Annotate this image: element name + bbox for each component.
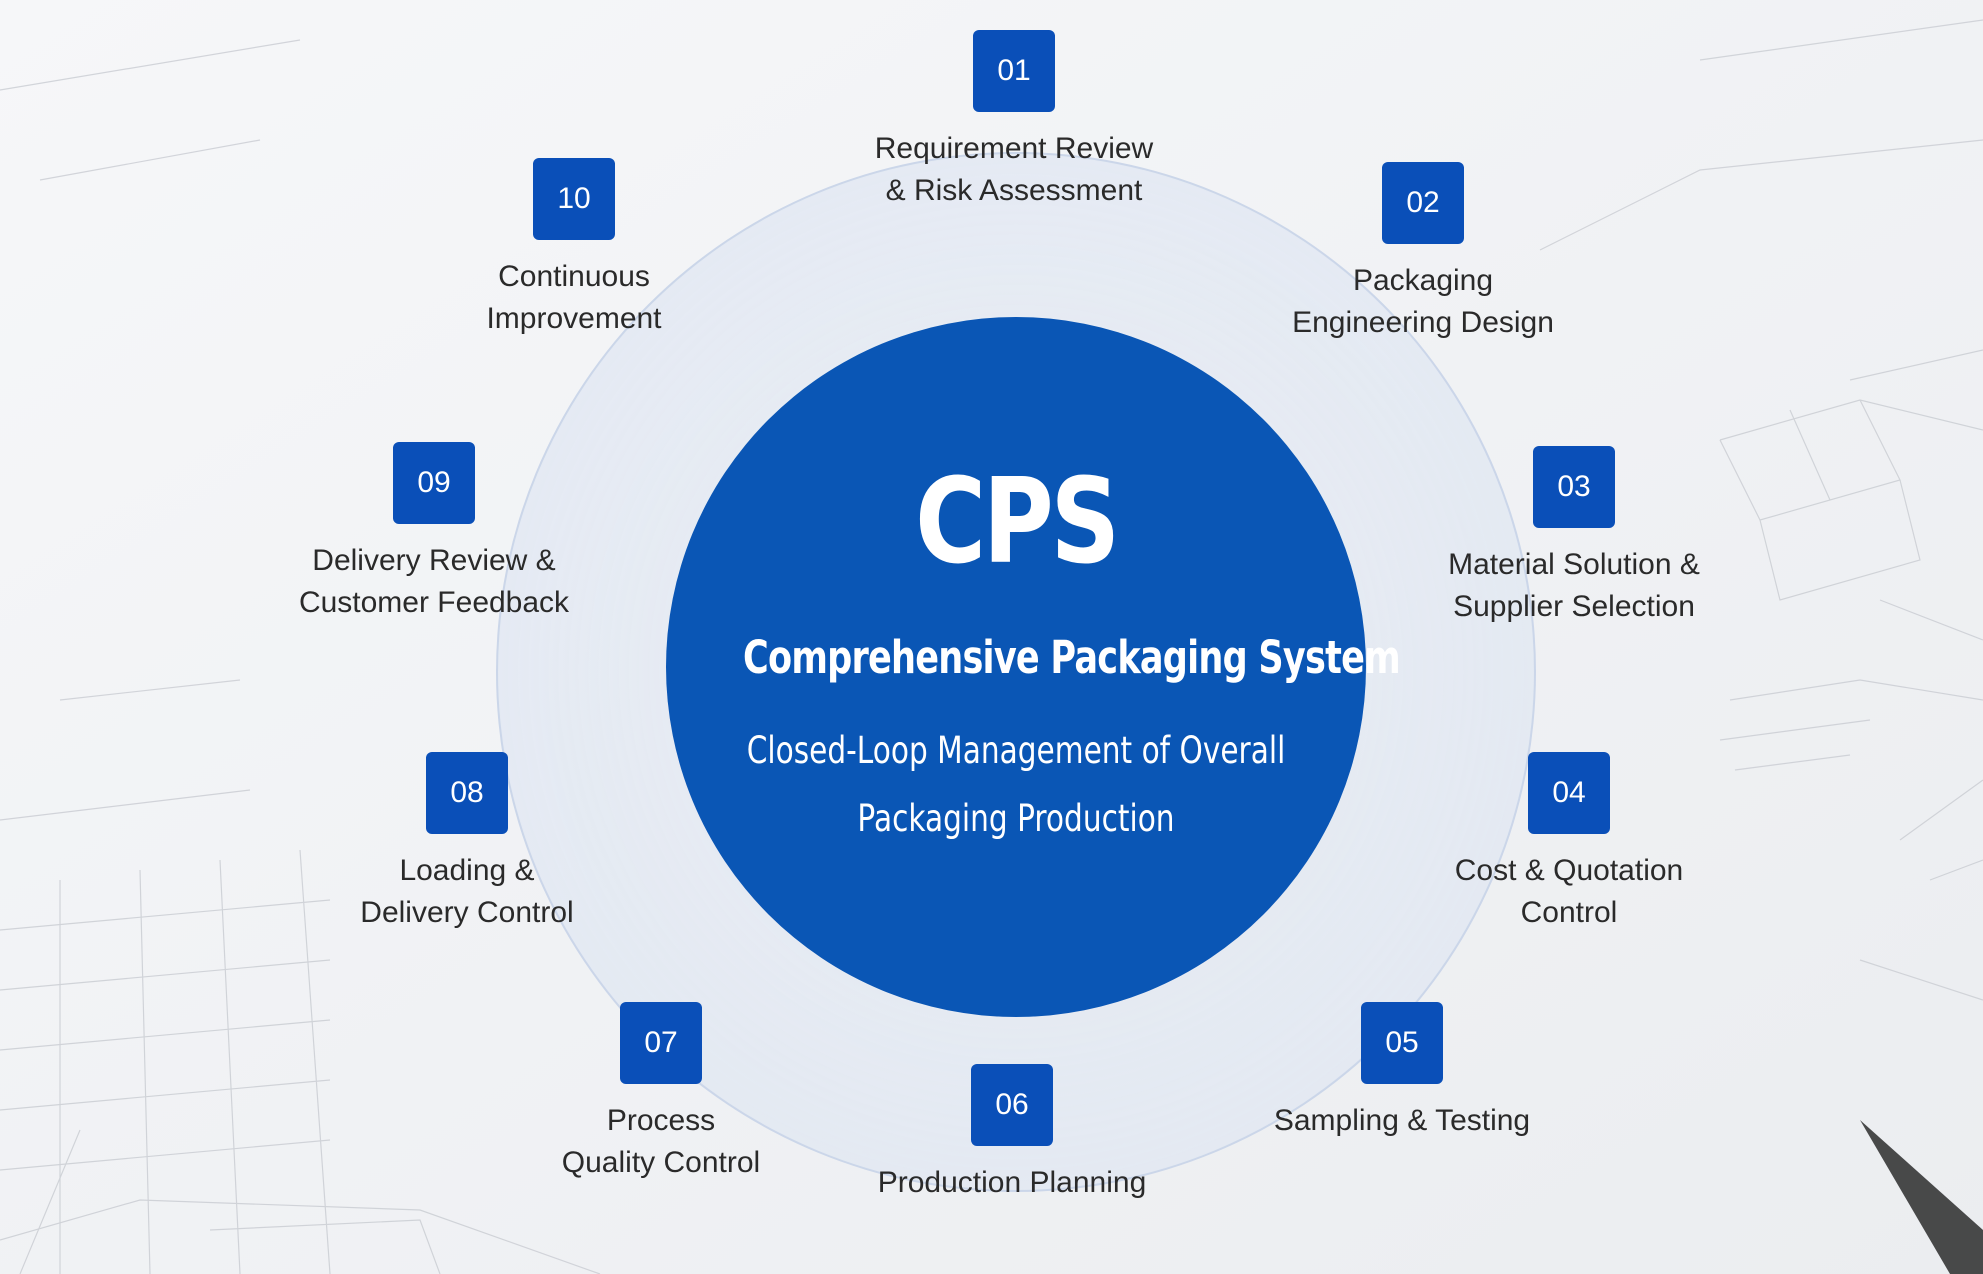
step-label: Material Solution & Supplier Selection bbox=[1404, 544, 1744, 628]
step-badge: 03 bbox=[1533, 446, 1615, 528]
step-label: Loading & Delivery Control bbox=[297, 850, 637, 934]
step-label-line1: Material Solution & bbox=[1448, 548, 1700, 581]
step-06: 06 Production Planning bbox=[842, 1064, 1182, 1204]
step-badge: 08 bbox=[426, 752, 508, 834]
step-07: 07 Process Quality Control bbox=[491, 1002, 831, 1184]
step-badge: 01 bbox=[973, 30, 1055, 112]
step-label-line2: Supplier Selection bbox=[1453, 590, 1695, 623]
step-label: Packaging Engineering Design bbox=[1253, 260, 1593, 344]
step-label-line1: Loading & bbox=[399, 854, 535, 887]
step-04: 04 Cost & Quotation Control bbox=[1399, 752, 1739, 934]
step-08: 08 Loading & Delivery Control bbox=[297, 752, 637, 934]
center-name: Comprehensive Packaging System bbox=[743, 631, 1401, 684]
step-label: Process Quality Control bbox=[491, 1100, 831, 1184]
step-09: 09 Delivery Review & Customer Feedback bbox=[264, 442, 604, 624]
step-badge: 10 bbox=[533, 158, 615, 240]
step-badge: 07 bbox=[620, 1002, 702, 1084]
step-label-line1: Process bbox=[606, 1104, 716, 1137]
step-label-line1: Production Planning bbox=[877, 1166, 1147, 1199]
step-label: Delivery Review & Customer Feedback bbox=[264, 540, 604, 624]
step-05: 05 Sampling & Testing bbox=[1232, 1002, 1572, 1142]
step-03: 03 Material Solution & Supplier Selectio… bbox=[1404, 446, 1744, 628]
step-label-line2: Quality Control bbox=[561, 1146, 761, 1179]
step-label: Sampling & Testing bbox=[1232, 1100, 1572, 1142]
center-tagline-line1: Closed-Loop Management of Overall bbox=[746, 729, 1286, 772]
step-label-line1: Cost & Quotation bbox=[1454, 854, 1684, 887]
step-label-line1: Requirement Review bbox=[874, 132, 1154, 165]
step-badge: 05 bbox=[1361, 1002, 1443, 1084]
step-label: Requirement Review & Risk Assessment bbox=[844, 128, 1184, 212]
center-acronym: CPS bbox=[915, 452, 1120, 590]
step-label: Cost & Quotation Control bbox=[1399, 850, 1739, 934]
step-label-line1: Sampling & Testing bbox=[1273, 1104, 1531, 1137]
center-tagline: Closed-Loop Management of Overall Packag… bbox=[736, 717, 1296, 853]
center-circle: CPS Comprehensive Packaging System Close… bbox=[666, 317, 1401, 1017]
step-label: Production Planning bbox=[842, 1162, 1182, 1204]
step-label-line2: Delivery Control bbox=[360, 896, 574, 929]
step-10: 10 Continuous Improvement bbox=[404, 158, 744, 340]
step-label-line1: Delivery Review & bbox=[312, 544, 556, 577]
step-label-line1: Continuous bbox=[498, 260, 650, 293]
step-02: 02 Packaging Engineering Design bbox=[1253, 162, 1593, 344]
step-badge: 09 bbox=[393, 442, 475, 524]
step-label-line2: Customer Feedback bbox=[298, 586, 570, 619]
step-label: Continuous Improvement bbox=[404, 256, 744, 340]
step-badge: 04 bbox=[1528, 752, 1610, 834]
step-label-line2: Improvement bbox=[486, 302, 662, 335]
step-badge: 02 bbox=[1382, 162, 1464, 244]
center-tagline-line2: Packaging Production bbox=[857, 797, 1175, 840]
step-label-line1: Packaging bbox=[1352, 264, 1494, 297]
step-01: 01 Requirement Review & Risk Assessment bbox=[844, 30, 1184, 212]
step-label-line2: & Risk Assessment bbox=[885, 174, 1143, 207]
step-badge: 06 bbox=[971, 1064, 1053, 1146]
step-label-line2: Control bbox=[1520, 896, 1618, 929]
step-label-line2: Engineering Design bbox=[1292, 306, 1554, 339]
